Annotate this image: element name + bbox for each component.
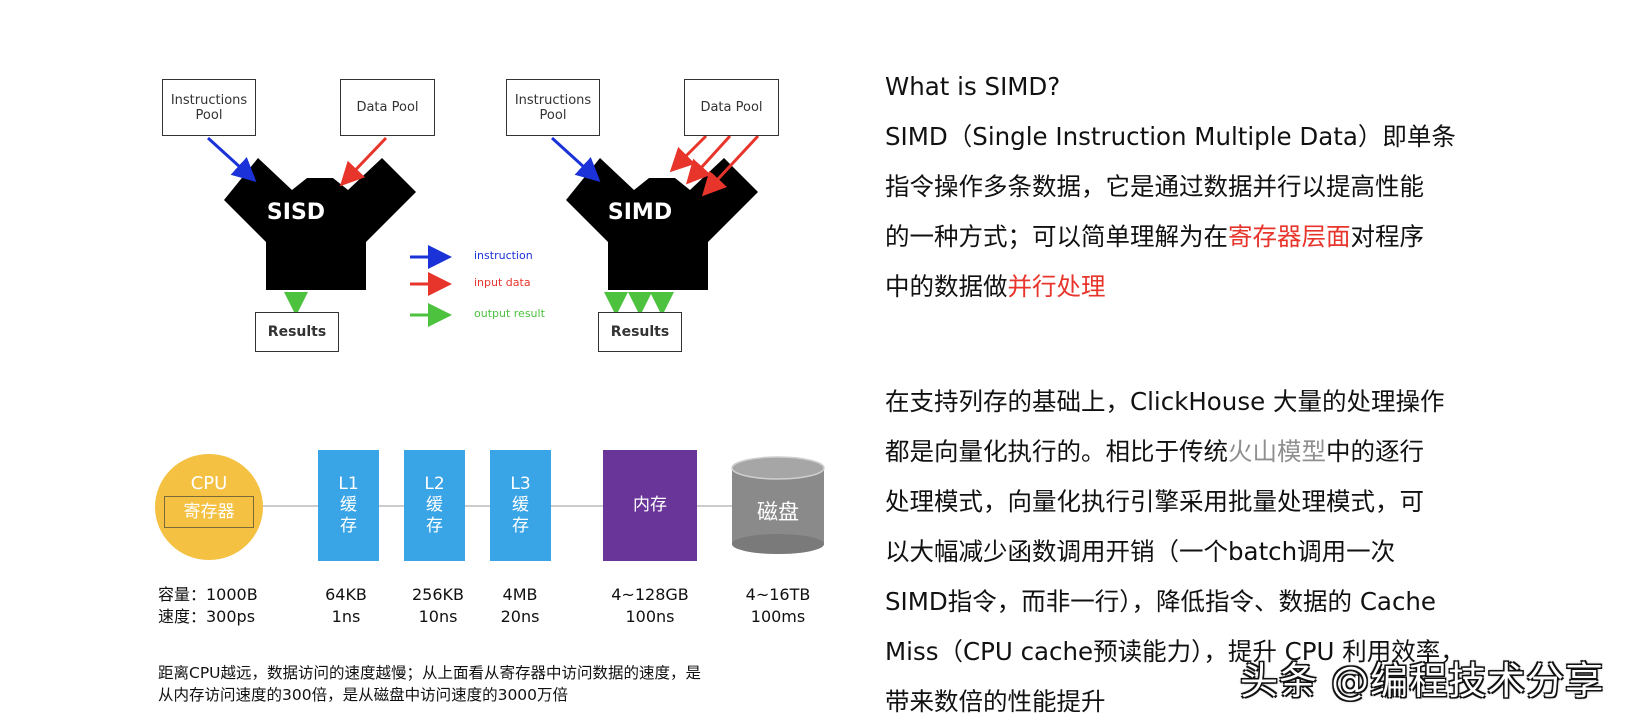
- note-line-1: 距离CPU越远，数据访问的速度越慢；从上面看从寄存器中访问数据的速度，是: [158, 664, 702, 682]
- heading: What is SIMD?: [885, 72, 1061, 101]
- disk-label: 磁盘: [757, 500, 799, 524]
- watermark: 头条 @编程技术分享: [1240, 659, 1605, 703]
- sisd-instruction-arrow: [206, 136, 257, 183]
- sisd-data-pool: Data Pool: [340, 79, 435, 136]
- l3-capacity: 4MB: [502, 585, 538, 604]
- l1-spec: 64KB 1ns: [314, 584, 378, 628]
- l1-cache: L1 缓 存: [318, 450, 379, 561]
- simd-data-arrow-3: [701, 134, 760, 197]
- memory-capacity: 4~128GB: [611, 585, 689, 604]
- l3-cache: L3 缓 存: [490, 450, 551, 561]
- legend-input-label: input data: [474, 276, 531, 289]
- simd-results: Results: [598, 312, 682, 352]
- p2-line-3: 处理模式，向量化执行引擎采用批量处理模式，可: [885, 487, 1424, 516]
- memory-spec: 4~128GB 100ns: [600, 584, 700, 628]
- l2-line-1: L2: [424, 474, 445, 494]
- p1-line-2: 指令操作多条数据，它是通过数据并行以提高性能: [885, 172, 1424, 201]
- l2-spec: 256KB 10ns: [402, 584, 474, 628]
- p1-line-3a: 的一种方式；可以简单理解为在: [885, 222, 1228, 251]
- legend-output-label: output result: [474, 307, 545, 320]
- cpu-speed: 速度：300ps: [158, 607, 256, 626]
- disk-capacity: 4~16TB: [745, 585, 811, 604]
- sisd-processor-shape: [224, 158, 416, 290]
- l3-line-2: 缓: [512, 495, 529, 515]
- l1-line-3: 存: [340, 516, 357, 536]
- l2-cache: L2 缓 存: [404, 450, 465, 561]
- p1-line-3c: 对程序: [1350, 222, 1425, 251]
- l2-line-3: 存: [426, 516, 443, 536]
- simd-data-arrow-2: [685, 134, 732, 185]
- note-line-2: 从内存访问速度的300倍，是从磁盘中访问速度的3000万倍: [158, 686, 569, 704]
- p1-line-1: SIMD（Single Instruction Multiple Data）即单…: [885, 122, 1456, 151]
- l2-capacity: 256KB: [411, 585, 464, 604]
- l1-line-1: L1: [338, 474, 359, 494]
- legend-input-data: input data: [464, 276, 531, 289]
- p2-line-4: 以大幅减少函数调用开销（一个batch调用一次: [885, 537, 1396, 566]
- p1-line-4: 中的数据做并行处理: [885, 262, 1456, 312]
- p2-line-5: SIMD指令，而非一行），降低指令、数据的 Cache: [885, 587, 1437, 616]
- memory-block: 内存: [603, 450, 697, 561]
- register-box: 寄存器: [164, 496, 254, 528]
- simd-label: SIMD: [607, 200, 673, 225]
- l1-capacity: 64KB: [325, 585, 367, 604]
- simd-explanation: What is SIMD? SIMD（Single Instruction Mu…: [885, 62, 1456, 312]
- l3-spec: 4MB 20ns: [488, 584, 552, 628]
- disk-cylinder: [731, 456, 825, 554]
- cpu-circle: [155, 454, 263, 560]
- legend-instruction-label: instruction: [474, 249, 533, 262]
- p1-line-4a: 中的数据做: [885, 272, 1008, 301]
- memory-speed: 100ns: [625, 607, 675, 626]
- simd-instruction-arrow: [550, 136, 601, 183]
- p2-line-2: 都是向量化执行的。相比于传统火山模型中的逐行: [885, 427, 1465, 477]
- register-level-highlight: 寄存器层面: [1228, 222, 1351, 251]
- memory-note: 距离CPU越远，数据访问的速度越慢；从上面看从寄存器中访问数据的速度，是 从内存…: [158, 662, 701, 706]
- disk-speed: 100ms: [750, 607, 806, 626]
- sisd-data-arrow: [339, 136, 388, 187]
- sisd-instructions-pool: Instructions Pool: [162, 79, 256, 136]
- volcano-model-highlight: 火山模型: [1228, 437, 1326, 466]
- simd-instructions-pool: Instructions Pool: [506, 79, 600, 136]
- sisd-simd-diagram: [206, 134, 760, 327]
- p2-line-7: 带来数倍的性能提升: [885, 687, 1106, 716]
- legend-output-result: output result: [464, 307, 545, 320]
- sisd-results: Results: [255, 312, 339, 352]
- cpu-capacity: 容量：1000B: [158, 585, 258, 604]
- p2-line-2c: 中的逐行: [1326, 437, 1424, 466]
- sisd-label: SISD: [266, 200, 326, 225]
- l2-line-2: 缓: [426, 495, 443, 515]
- clickhouse-explanation: 在支持列存的基础上，ClickHouse 大量的处理操作 都是向量化执行的。相比…: [885, 377, 1465, 727]
- p2-line-6: Miss（CPU cache预读能力），提升 CPU 利用效率，: [885, 637, 1465, 666]
- cpu-spec: 容量：1000B 速度：300ps: [158, 584, 258, 628]
- l1-speed: 1ns: [331, 607, 361, 626]
- p2-line-2a: 都是向量化执行的。相比于传统: [885, 437, 1228, 466]
- cpu-label: CPU: [190, 473, 228, 494]
- disk-spec: 4~16TB 100ms: [730, 584, 826, 628]
- p2-line-1: 在支持列存的基础上，ClickHouse 大量的处理操作: [885, 387, 1445, 416]
- parallel-highlight: 并行处理: [1007, 272, 1106, 301]
- l3-line-3: 存: [512, 516, 529, 536]
- p1-line-3: 的一种方式；可以简单理解为在寄存器层面对程序: [885, 212, 1456, 262]
- l1-line-2: 缓: [340, 495, 357, 515]
- l3-line-1: L3: [510, 474, 531, 494]
- l2-speed: 10ns: [418, 607, 458, 626]
- legend-instruction: instruction: [464, 249, 533, 262]
- simd-data-pool: Data Pool: [684, 79, 779, 136]
- l3-speed: 20ns: [500, 607, 540, 626]
- simd-data-arrow-1: [669, 134, 708, 173]
